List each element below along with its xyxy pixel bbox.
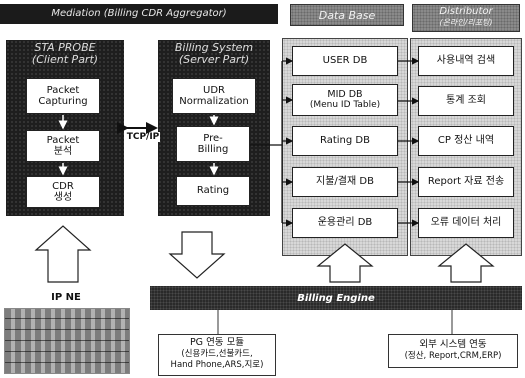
dist-item: Report 자료 전송 xyxy=(418,167,514,197)
rating-box: Rating xyxy=(176,176,250,206)
step-line1: Packet xyxy=(46,134,80,146)
dist-item-label: 사용내역 검색 xyxy=(436,55,496,66)
external-line2: (정산, Report,CRM,ERP) xyxy=(404,350,502,361)
database-header: Data Base xyxy=(290,4,404,26)
pre-billing-box: Pre- Billing xyxy=(176,126,250,162)
udr-normalization-box: UDR Normalization xyxy=(172,78,256,114)
billing-title-line2: (Server Part) xyxy=(178,53,250,67)
db-item: Rating DB xyxy=(292,126,398,156)
sta-probe-panel: STA PROBE (Client Part) Packet Capturing… xyxy=(6,40,124,216)
step-line1: Rating xyxy=(196,185,230,197)
db-item-label-line: MID DB xyxy=(327,88,363,100)
dist-item: 통계 조회 xyxy=(418,86,514,116)
dist-item: CP 정산 내역 xyxy=(418,126,514,156)
external-line1: 외부 시스템 연동 xyxy=(419,339,487,350)
distributor-title-line2: (온라인/리포팅) xyxy=(439,18,493,27)
step-line1: Packet xyxy=(46,84,80,96)
billing-title: Billing System (Server Part) xyxy=(158,41,270,67)
dist-item: 오류 데이터 처리 xyxy=(418,208,514,238)
db-item-label: MID DB(Menu ID Table) xyxy=(310,89,380,111)
pg-line3: Hand Phone,ARS,지로) xyxy=(170,359,264,370)
db-item: MID DB(Menu ID Table) xyxy=(292,84,398,116)
billing-system-panel: Billing System (Server Part) UDR Normali… xyxy=(158,40,270,216)
db-item-label: Rating DB xyxy=(320,135,370,146)
ip-ne-text: IP NE xyxy=(51,292,81,303)
mediation-title: Mediation (Billing CDR Aggregator) xyxy=(51,8,227,19)
probe-title-line1: STA PROBE xyxy=(34,41,96,54)
ip-ne-label: IP NE xyxy=(36,292,96,303)
db-item: 운용관리 DB xyxy=(292,208,398,238)
db-item-label: 운용관리 DB xyxy=(317,217,373,228)
step-line2: Billing xyxy=(197,144,229,155)
dist-item-label: 오류 데이터 처리 xyxy=(430,217,502,228)
tcp-ip-label: TCP/IP xyxy=(126,132,160,142)
packet-analysis-box: Packet 분석 xyxy=(26,130,100,162)
distributor-header: Distributor (온라인/리포팅) xyxy=(412,4,520,32)
probe-title: STA PROBE (Client Part) xyxy=(6,41,124,67)
db-item: 지불/결재 DB xyxy=(292,167,398,197)
db-item-label: USER DB xyxy=(322,55,368,66)
step-line2: Normalization xyxy=(179,96,249,107)
pg-line1: PG 연동 모듈 xyxy=(189,337,245,348)
cdr-create-box: CDR 생성 xyxy=(26,176,100,208)
external-system-box: 외부 시스템 연동 (정산, Report,CRM,ERP) xyxy=(388,334,518,368)
dist-item-label: Report 자료 전송 xyxy=(427,176,505,187)
mediation-header: Mediation (Billing CDR Aggregator) xyxy=(0,4,278,24)
dist-item-label: 통계 조회 xyxy=(446,95,486,106)
pg-line2: (신용카드,선불카드, xyxy=(181,348,253,359)
billing-engine-label: Billing Engine xyxy=(297,292,375,304)
billing-engine-bar: Billing Engine xyxy=(150,286,522,310)
step-line1: UDR xyxy=(203,84,225,96)
dist-item-label: CP 정산 내역 xyxy=(437,135,495,146)
distributor-title-line1: Distributor xyxy=(439,6,493,17)
step-line1: CDR xyxy=(52,180,74,192)
db-item-label: 지불/결재 DB xyxy=(316,176,374,187)
step-line2: 생성 xyxy=(53,192,73,203)
step-line2: Capturing xyxy=(38,96,88,107)
packet-capturing-box: Packet Capturing xyxy=(26,78,100,114)
db-item-label-line: (Menu ID Table) xyxy=(309,100,381,111)
db-item: USER DB xyxy=(292,46,398,76)
dist-item: 사용내역 검색 xyxy=(418,46,514,76)
billing-title-line1: Billing System xyxy=(174,41,254,54)
tcp-ip-text: TCP/IP xyxy=(126,132,160,142)
probe-title-line2: (Client Part) xyxy=(31,53,99,67)
down-arrow-billing xyxy=(168,231,226,279)
step-line2: 분석 xyxy=(53,146,73,157)
up-arrow-probe xyxy=(34,225,92,283)
network-equipment-image xyxy=(4,308,130,374)
database-title: Data Base xyxy=(318,9,376,22)
pg-module-box: PG 연동 모듈 (신용카드,선불카드, Hand Phone,ARS,지로) xyxy=(158,334,276,376)
step-line1: Pre- xyxy=(203,132,223,144)
